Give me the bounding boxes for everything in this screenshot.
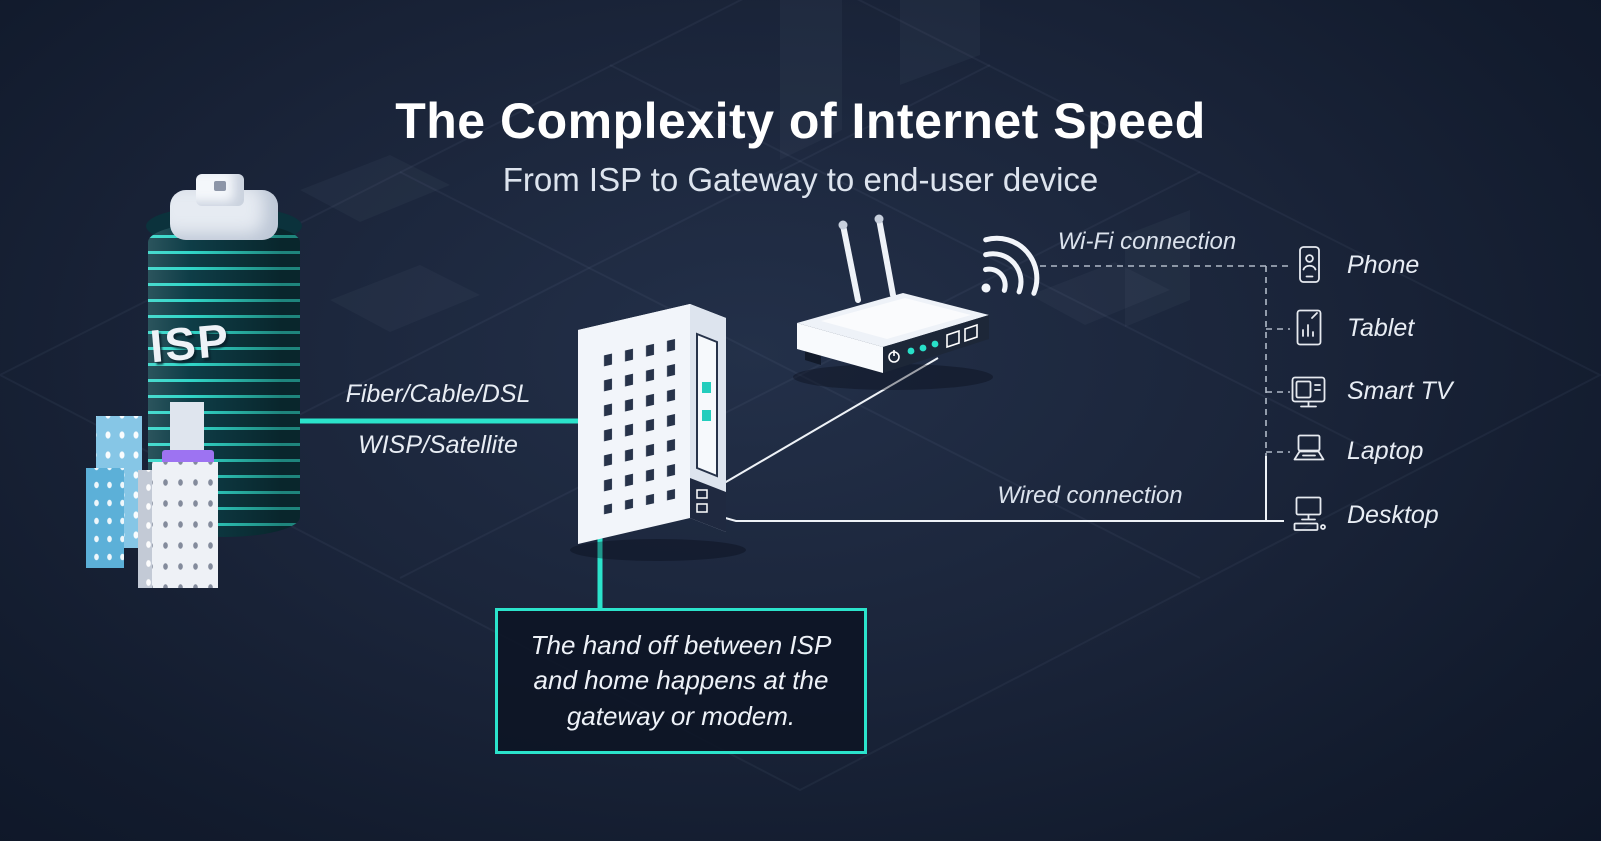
modem-port bbox=[696, 503, 708, 513]
fiber-cable-dsl-label: Fiber/Cable/DSL bbox=[345, 380, 531, 408]
modem-status-led bbox=[702, 410, 711, 421]
smart-tv-icon bbox=[1286, 368, 1332, 414]
isp-label: ISP bbox=[147, 313, 233, 373]
device-row-tablet: Tablet bbox=[1286, 305, 1414, 351]
city-building-white bbox=[152, 462, 218, 588]
router-port bbox=[964, 323, 978, 343]
modem-status-led bbox=[702, 382, 711, 393]
device-row-laptop: Laptop bbox=[1286, 428, 1423, 474]
router-status-led bbox=[907, 347, 915, 355]
modem-vent-grid bbox=[592, 327, 678, 517]
device-label-tablet: Tablet bbox=[1347, 313, 1415, 342]
router-status-led bbox=[919, 344, 927, 352]
router-antenna bbox=[840, 222, 861, 303]
router-port bbox=[946, 329, 960, 349]
laptop-icon bbox=[1286, 428, 1332, 474]
phone-icon bbox=[1286, 242, 1332, 288]
router-antenna bbox=[876, 216, 896, 298]
device-row-desktop: Desktop bbox=[1286, 492, 1439, 538]
page-subtitle: From ISP to Gateway to end-user device bbox=[502, 161, 1099, 199]
tablet-icon bbox=[1286, 305, 1332, 351]
page-title: The Complexity of Internet Speed bbox=[395, 92, 1206, 149]
gateway-callout-box: The hand off between ISP and home happen… bbox=[495, 608, 867, 754]
wisp-satellite-label: WISP/Satellite bbox=[358, 431, 518, 459]
gateway-callout-text: The hand off between ISP and home happen… bbox=[530, 630, 832, 731]
wifi-connection-label: Wi-Fi connection bbox=[1057, 228, 1237, 255]
device-label-smart-tv: Smart TV bbox=[1347, 376, 1453, 405]
device-row-phone: Phone bbox=[1286, 242, 1419, 288]
router-status-led bbox=[931, 340, 939, 348]
wired-connection-label: Wired connection bbox=[997, 482, 1183, 509]
wifi-signal-icon bbox=[981, 235, 1040, 296]
isp-rooftop-vent bbox=[214, 181, 226, 191]
desktop-icon bbox=[1286, 492, 1332, 538]
gateway-modem bbox=[570, 304, 746, 561]
device-label-laptop: Laptop bbox=[1347, 436, 1424, 465]
device-row-smart-tv: Smart TV bbox=[1286, 368, 1453, 414]
device-label-desktop: Desktop bbox=[1347, 500, 1439, 529]
device-label-phone: Phone bbox=[1347, 250, 1420, 279]
city-building-blue-small bbox=[86, 468, 124, 568]
